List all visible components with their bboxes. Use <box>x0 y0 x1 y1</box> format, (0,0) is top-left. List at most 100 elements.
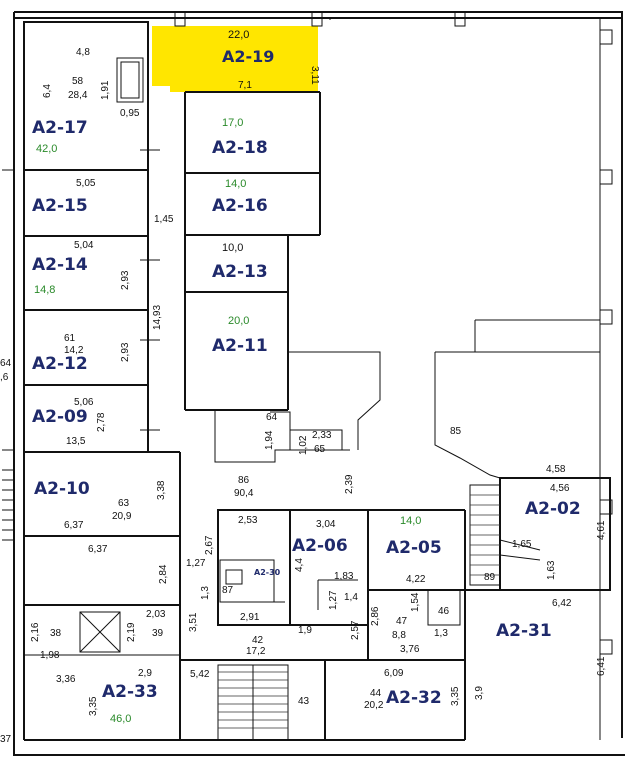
dim-label: 43 <box>298 696 310 707</box>
dim-label: 63 <box>118 498 130 509</box>
dim-label: 1,45 <box>154 214 174 225</box>
dim-label: 2,86 <box>370 606 381 626</box>
stairs-south <box>217 664 289 741</box>
dim-label: 46 <box>438 606 450 617</box>
dim-label: 65 <box>314 444 326 455</box>
dim-label: 1,4 <box>344 592 358 603</box>
room-label-a2-15: A2-15 <box>32 196 88 216</box>
dim-label: 3,76 <box>400 644 420 655</box>
room-label-a2-17: A2-17 <box>32 118 88 138</box>
room-area-a2-18: 17,0 <box>222 117 243 129</box>
dim-label: 86 <box>238 475 250 486</box>
dim-label: 1,83 <box>334 571 354 582</box>
room-area-a2-13: 10,0 <box>222 242 243 254</box>
room-label-a2-05: A2-05 <box>386 538 442 558</box>
dim-label: 1,27 <box>186 558 206 569</box>
dim-label: 2,78 <box>96 412 107 432</box>
dim-label: 2,93 <box>120 270 131 290</box>
room-label-a2-06: A2-06 <box>292 536 348 556</box>
room-label-a2-10: A2-10 <box>34 479 90 499</box>
dim-label: 2,16 <box>30 622 41 642</box>
dim-label: 2,33 <box>312 430 332 441</box>
room-label-a2-13: A2-13 <box>212 262 268 282</box>
room-area-a2-14: 14,8 <box>34 284 55 296</box>
dim-label: 8,8 <box>392 630 406 641</box>
dim-label: 1,3 <box>434 628 448 639</box>
dim-label: 64 <box>0 358 12 369</box>
dim-label: 47 <box>396 616 408 627</box>
dim-label: 4,58 <box>546 464 566 475</box>
stairs-east <box>469 484 541 586</box>
room-area-a2-33: 46,0 <box>110 713 131 725</box>
dim-label: 37 <box>0 734 12 745</box>
dim-label: 2,53 <box>238 515 258 526</box>
dim-label: 2,67 <box>204 535 215 555</box>
room-label-a2-18: A2-18 <box>212 138 268 158</box>
dim-label: 1,54 <box>410 592 421 612</box>
room-label-a2-11: A2-11 <box>212 336 268 356</box>
dim-label: 64 <box>266 412 278 423</box>
dim-label: 5,06 <box>74 397 94 408</box>
dimension-labels: 4,8 6,4 58 28,4 1,91 0,95 3,11 7,1 5,05 … <box>0 47 607 745</box>
dim-label: 5,04 <box>74 240 94 251</box>
dim-label: 3,9 <box>474 686 485 700</box>
dim-label: 5,05 <box>76 178 96 189</box>
dim-label: 0,95 <box>120 108 140 119</box>
dim-label: 2,19 <box>126 622 137 642</box>
dim-label: 42 <box>252 635 264 646</box>
dim-label: 4,8 <box>76 47 90 58</box>
dim-label: 2,57 <box>350 620 361 640</box>
room-label-a2-16: A2-16 <box>212 196 268 216</box>
dim-label: 3,38 <box>156 480 167 500</box>
dim-label: 85 <box>450 426 462 437</box>
dim-label: 4,61 <box>596 520 607 540</box>
dim-label: 2,84 <box>158 564 169 584</box>
dim-label: 1,65 <box>512 539 532 550</box>
dim-label: 1,3 <box>200 586 211 600</box>
dim-label: 90,4 <box>234 488 254 499</box>
left-edge-steps <box>2 469 14 541</box>
dim-label: 14,2 <box>64 345 84 356</box>
dim-label: 3,11 <box>309 66 320 85</box>
dim-label: 6,37 <box>64 520 84 531</box>
room-label-a2-12: A2-12 <box>32 354 88 374</box>
dim-label: 4,56 <box>550 483 570 494</box>
central-rooms-walls <box>184 91 600 479</box>
dim-label: 7,1 <box>238 80 252 91</box>
dim-label: 3,51 <box>188 612 199 632</box>
dim-label: 6,09 <box>384 668 404 679</box>
room-area-a2-05: 14,0 <box>400 515 421 527</box>
dim-label: 2,39 <box>344 474 355 494</box>
room-label-a2-32: A2-32 <box>386 688 442 708</box>
outer-walls <box>2 11 625 756</box>
room-a2-19-highlight[interactable] <box>152 26 318 92</box>
dim-label: 89 <box>484 572 496 583</box>
dim-label: 1,9 <box>298 625 312 636</box>
dim-label: 6,41 <box>596 656 607 676</box>
dim-label: 39 <box>152 628 164 639</box>
room-area-a2-19: 22,0 <box>228 29 249 41</box>
dim-label: 38 <box>50 628 62 639</box>
dim-label: 1,94 <box>264 430 275 450</box>
dim-label: 20,2 <box>364 700 384 711</box>
room-label-a2-09: A2-09 <box>32 407 88 427</box>
room-label-a2-02: A2-02 <box>525 499 581 519</box>
dim-label: 6,4 <box>42 84 53 98</box>
room-label-a2-33: A2-33 <box>102 682 158 702</box>
dim-label: 4,22 <box>406 574 426 585</box>
dim-label: 6,37 <box>88 544 108 555</box>
dim-label: 1,27 <box>328 590 339 610</box>
dim-label: 3,35 <box>88 696 99 716</box>
dim-label: 1,63 <box>546 560 557 580</box>
dim-label: 3,36 <box>56 674 76 685</box>
dim-label: 5,42 <box>190 669 210 680</box>
dim-label: 2,03 <box>146 609 166 620</box>
room-label-a2-19: A2-19 <box>222 47 274 66</box>
dim-label: 2,93 <box>120 342 131 362</box>
dim-label: 20,9 <box>112 511 132 522</box>
dim-label: 87 <box>222 585 234 596</box>
dim-label: 1,98 <box>40 650 60 661</box>
room-area-a2-11: 20,0 <box>228 315 249 327</box>
room-area-a2-16: 14,0 <box>225 178 246 190</box>
dim-label: 44 <box>370 688 382 699</box>
